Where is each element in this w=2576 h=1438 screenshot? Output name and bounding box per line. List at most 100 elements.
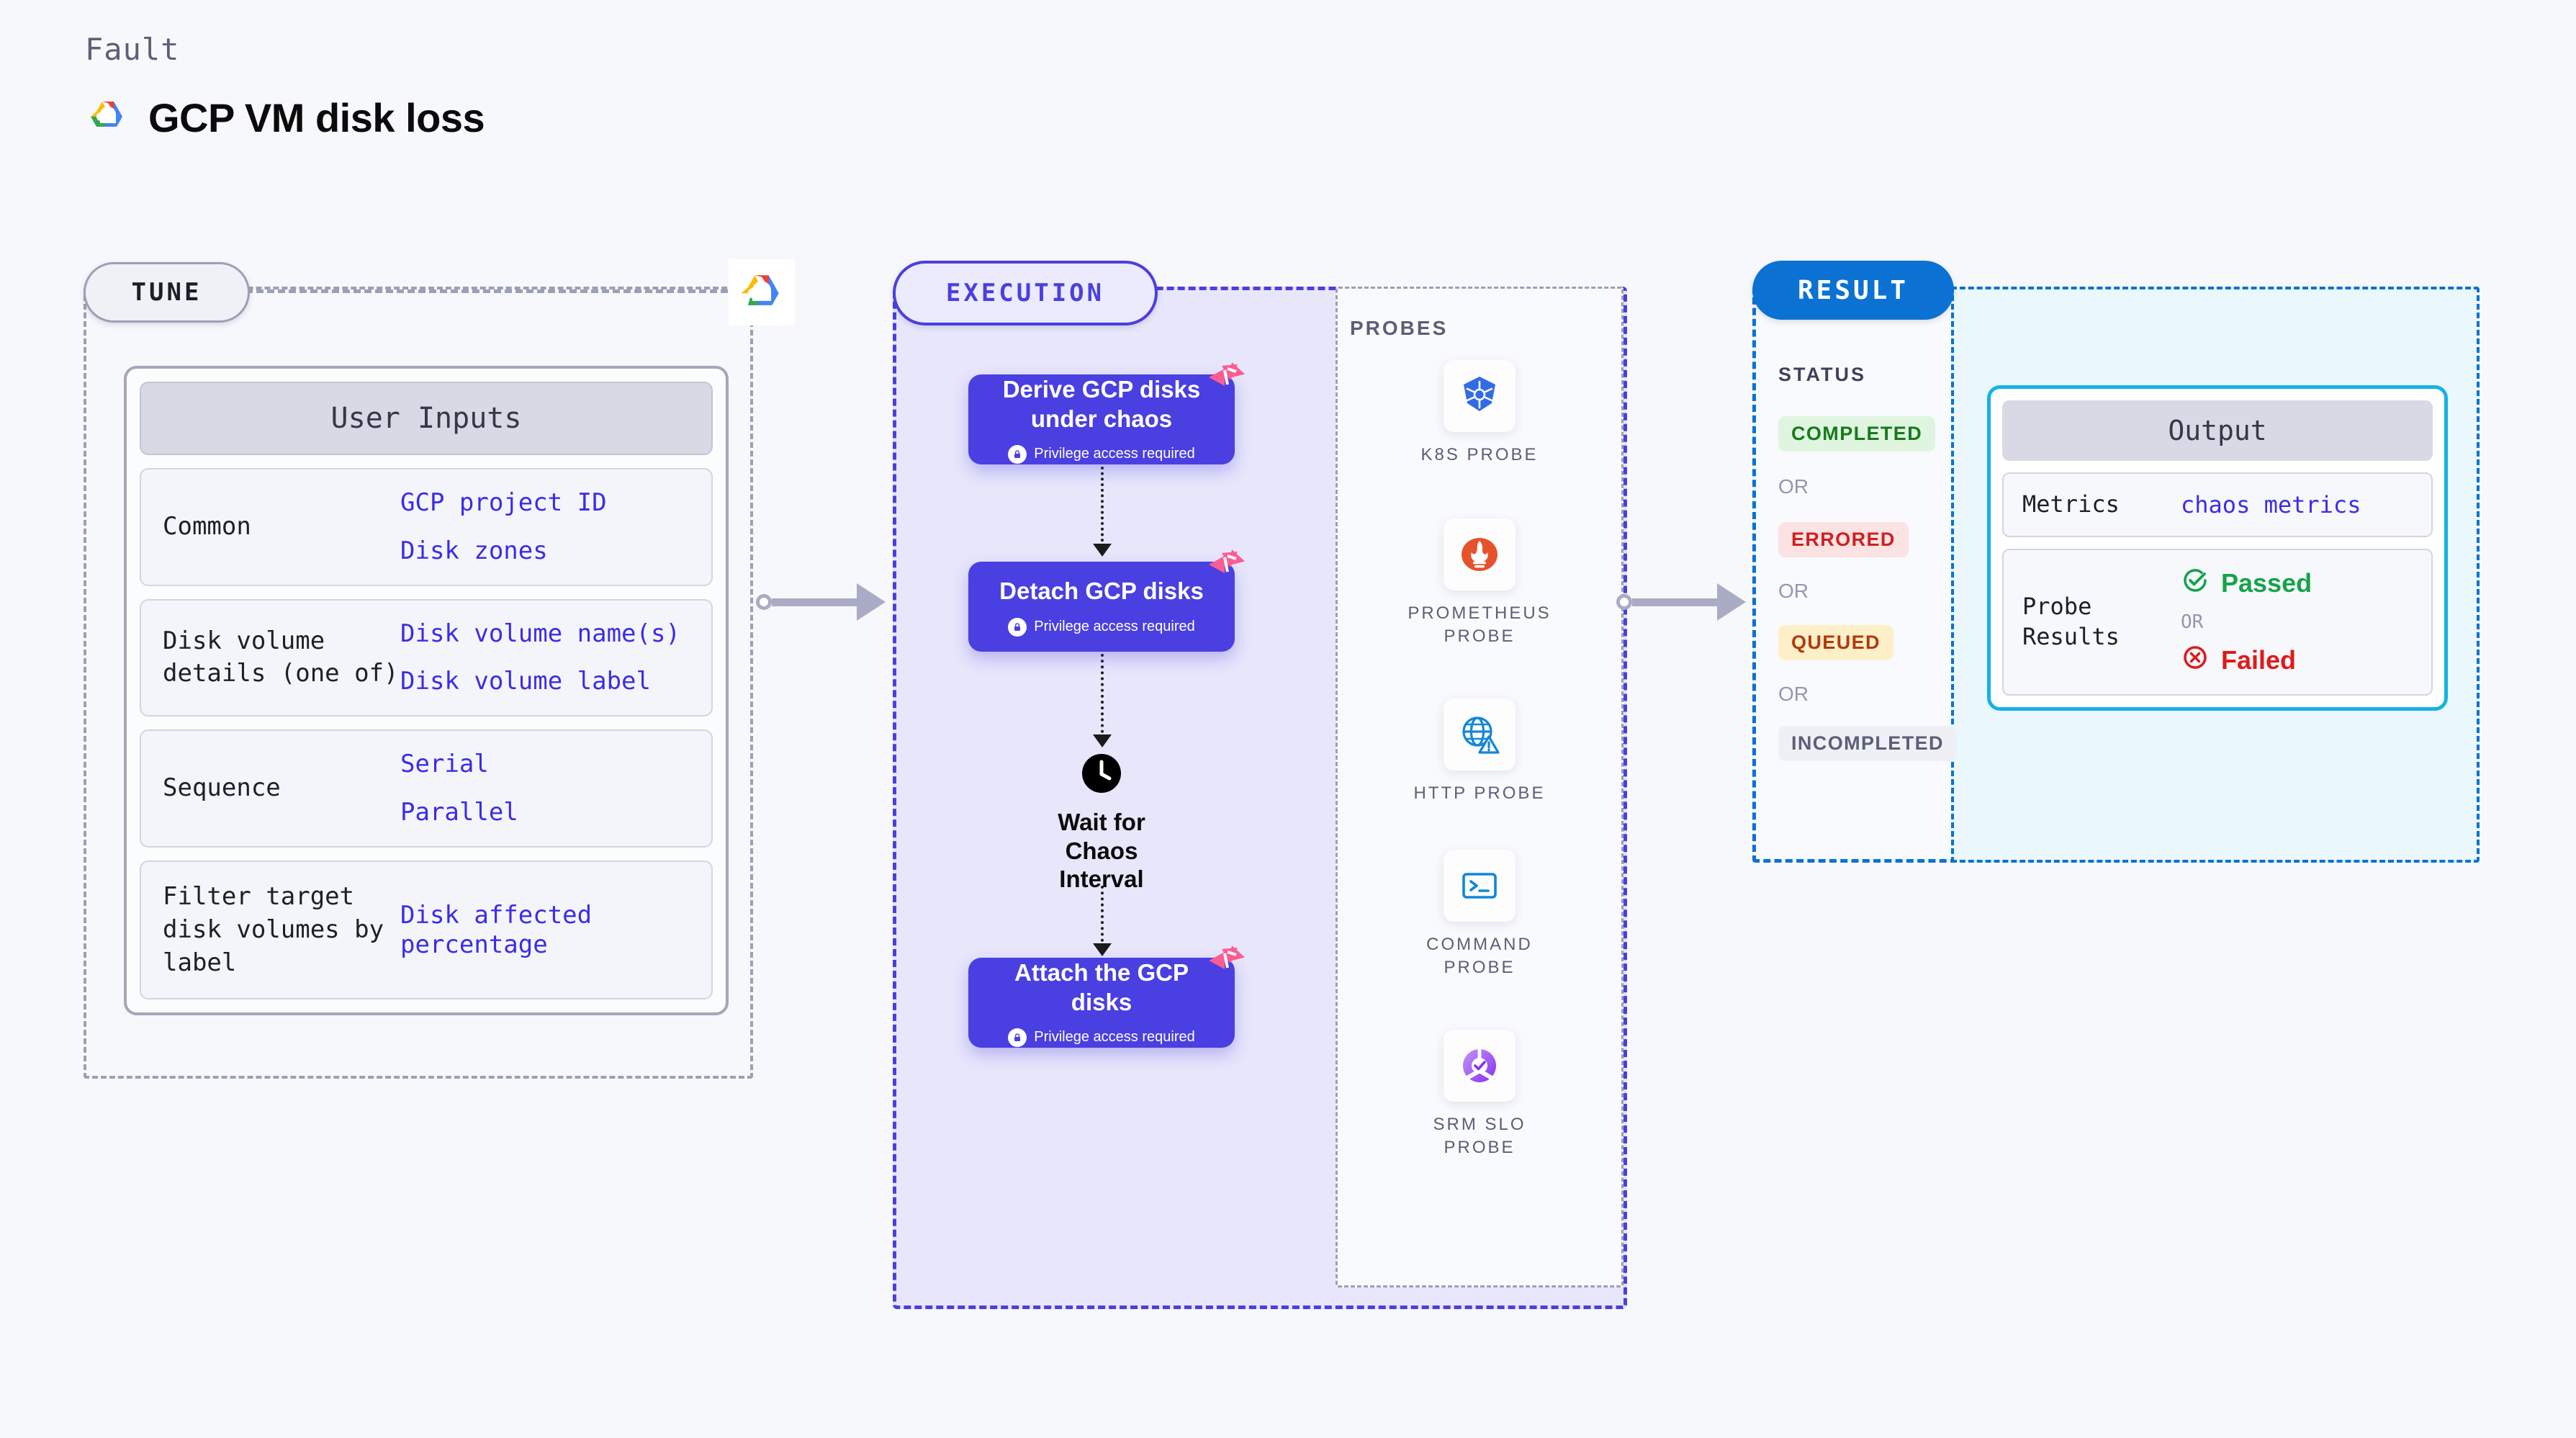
execution-node[interactable]: Attach the GCP disks Privilege access re… — [968, 945, 1246, 1048]
flow-arrowhead-icon — [1093, 734, 1112, 747]
connector-line — [1632, 598, 1717, 606]
status-column-title: STATUS — [1778, 364, 1866, 385]
gcp-logo-icon — [85, 93, 131, 143]
status-badge: ERRORED — [1778, 522, 1909, 557]
node-title: Derive GCP disks under chaos — [1002, 376, 1201, 432]
row-key: Common — [163, 511, 251, 541]
execution-node[interactable]: Detach GCP disks Privilege access requir… — [968, 549, 1246, 652]
row-values: Disk affected percentage — [400, 901, 690, 960]
output-metrics-row[interactable]: Metrics chaos metrics — [2002, 472, 2433, 537]
status-badge: COMPLETED — [1778, 416, 1936, 451]
status-or-separator: OR — [1778, 683, 1809, 705]
row-value[interactable]: GCP project ID — [400, 488, 607, 517]
result-section-label[interactable]: RESULT — [1752, 261, 1954, 320]
status-or-separator: OR — [1778, 580, 1809, 602]
wait-node-label: Wait for Chaos Interval — [1058, 809, 1145, 893]
connector-dot — [1616, 594, 1632, 610]
user-inputs-title: User Inputs — [140, 382, 713, 455]
output-row-key: Probe Results — [2022, 593, 2120, 650]
tune-section-container — [84, 287, 753, 1079]
tune-to-execution-connector — [756, 583, 886, 621]
node-privilege-note: Privilege access required — [1008, 1028, 1195, 1047]
probe-item-command[interactable]: COMMAND PROBE — [1408, 850, 1552, 980]
row-key: Filter target disk volumes by label — [163, 881, 384, 977]
probe-item-srm-slo[interactable]: SRM SLO PROBE — [1408, 1030, 1552, 1160]
row-value[interactable]: Disk zones — [400, 536, 548, 565]
probe-result-passed: Passed — [2181, 566, 2312, 601]
probe-label: HTTP PROBE — [1413, 783, 1546, 803]
node-title: Attach the GCP disks — [1014, 959, 1189, 1015]
tune-dashed-connector — [246, 289, 749, 293]
output-row-value[interactable]: chaos metrics — [2181, 490, 2361, 518]
fault-kicker: Fault — [85, 32, 180, 67]
output-card: Output Metrics chaos metrics Probe Resul… — [1987, 385, 2448, 711]
gcp-provider-badge-icon — [729, 259, 795, 325]
probes-section-container — [1336, 287, 1623, 1288]
result-status-container — [1752, 287, 1958, 863]
output-card-title: Output — [2002, 400, 2433, 461]
execution-section-label[interactable]: EXECUTION — [893, 261, 1158, 325]
page-header: Fault GCP VM disk loss — [85, 32, 485, 143]
user-inputs-row[interactable]: Common GCP project ID Disk zones — [140, 468, 713, 586]
execution-node[interactable]: Derive GCP disks under chaos Privilege a… — [968, 362, 1246, 464]
probe-item-http[interactable]: HTTP PROBE — [1408, 698, 1552, 805]
fault-title-row: GCP VM disk loss — [85, 93, 485, 143]
row-value[interactable]: Disk volume label — [400, 667, 651, 696]
terminal-icon — [1444, 850, 1516, 922]
row-value[interactable]: Serial — [400, 750, 489, 779]
page-title: GCP VM disk loss — [148, 95, 485, 140]
privilege-text: Privilege access required — [1034, 619, 1195, 635]
globe-warning-icon — [1444, 698, 1516, 770]
check-circle-icon — [2181, 566, 2210, 601]
srm-slo-icon — [1444, 1030, 1516, 1102]
probe-item-k8s[interactable]: K8S PROBE — [1408, 360, 1552, 467]
lock-icon — [1008, 1028, 1027, 1047]
litmus-chaos-badge-icon — [1206, 361, 1248, 395]
row-values: Serial Parallel — [400, 750, 518, 827]
lock-icon — [1008, 444, 1027, 464]
probe-item-prometheus[interactable]: PROMETHEUS PROBE — [1408, 518, 1552, 649]
flow-arrowhead-icon — [1093, 544, 1112, 557]
output-probe-results-row[interactable]: Probe Results Passed OR — [2002, 548, 2433, 696]
user-inputs-card: User Inputs Common GCP project ID Disk z… — [124, 366, 729, 1016]
x-circle-icon — [2181, 643, 2210, 678]
status-or-separator: OR — [1778, 475, 1809, 498]
execution-to-result-connector — [1616, 583, 1746, 621]
probes-column-title: PROBES — [1350, 317, 1449, 339]
connector-arrowhead-icon — [1717, 583, 1746, 621]
user-inputs-row[interactable]: Disk volume details (one of) Disk volume… — [140, 598, 713, 717]
row-value[interactable]: Disk affected percentage — [400, 900, 593, 959]
flow-connector — [1101, 654, 1104, 739]
status-badge: INCOMPLETED — [1778, 726, 1957, 761]
lock-icon — [1008, 617, 1027, 637]
kubernetes-icon — [1444, 360, 1516, 432]
probe-result-values: Passed OR Failed — [2181, 566, 2312, 678]
row-key: Sequence — [163, 773, 281, 803]
connector-arrowhead-icon — [857, 583, 886, 621]
output-row-key: Metrics — [2022, 490, 2120, 518]
wait-for-chaos-interval-node[interactable]: Wait for Chaos Interval — [1022, 752, 1181, 894]
row-values: Disk volume name(s) Disk volume label — [400, 619, 680, 697]
litmus-chaos-badge-icon — [1206, 549, 1248, 582]
user-inputs-row[interactable]: Sequence Serial Parallel — [140, 729, 713, 848]
passed-label: Passed — [2221, 568, 2312, 598]
node-privilege-note: Privilege access required — [1008, 617, 1195, 637]
probe-label: SRM SLO PROBE — [1433, 1115, 1526, 1158]
probe-result-or: OR — [2181, 611, 2204, 633]
row-value[interactable]: Parallel — [400, 797, 518, 827]
clock-icon — [1081, 752, 1122, 798]
privilege-text: Privilege access required — [1034, 446, 1195, 462]
tune-section-label[interactable]: TUNE — [84, 262, 250, 323]
probe-label: COMMAND PROBE — [1426, 935, 1533, 978]
row-key: Disk volume details (one of) — [163, 626, 399, 688]
row-value[interactable]: Disk volume name(s) — [400, 619, 680, 648]
failed-label: Failed — [2221, 645, 2297, 675]
user-inputs-row[interactable]: Filter target disk volumes by label Disk… — [140, 860, 713, 1000]
connector-line — [772, 598, 857, 606]
probe-label: PROMETHEUS PROBE — [1408, 603, 1552, 647]
probe-result-failed: Failed — [2181, 643, 2312, 678]
status-badge: QUEUED — [1778, 625, 1893, 660]
prometheus-icon — [1444, 518, 1516, 590]
connector-dot — [756, 594, 772, 610]
litmus-chaos-badge-icon — [1206, 945, 1248, 978]
